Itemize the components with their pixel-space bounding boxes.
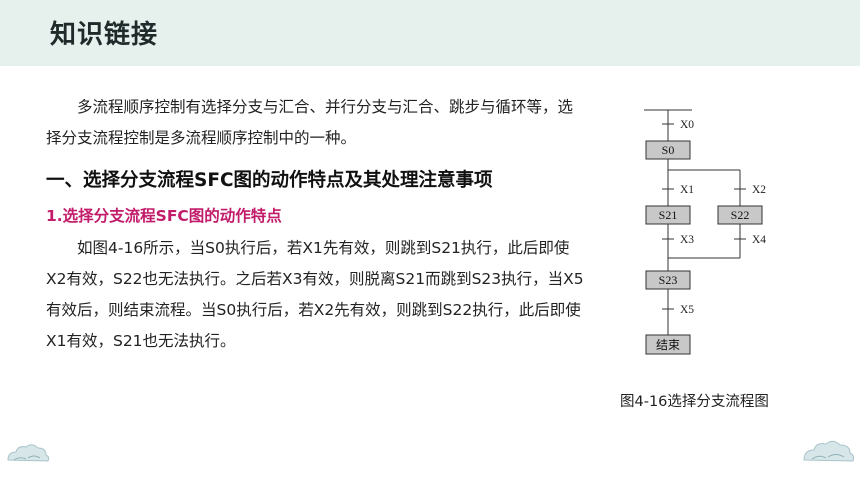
- transition-label-x2: X2: [752, 184, 766, 196]
- transition-label-x1: X1: [680, 184, 694, 196]
- section-heading: 一、选择分支流程SFC图的动作特点及其处理注意事项: [46, 170, 493, 191]
- svg-text:S23: S23: [659, 273, 678, 287]
- cloud-decoration-icon: [803, 440, 855, 462]
- sfc-diagram: S0 S21 S22 S23 结束 X0 X1 X2 X3 X4 X5: [644, 109, 766, 355]
- step-s22: S22: [717, 205, 763, 225]
- page-title: 知识链接: [50, 20, 159, 50]
- step-end: 结束: [645, 334, 691, 355]
- transition-label-x5: X5: [680, 304, 694, 316]
- step-s21: S21: [645, 205, 691, 225]
- figure-caption: 图4-16选择分支流程图: [620, 394, 769, 410]
- svg-text:结束: 结束: [656, 338, 680, 352]
- cloud-decoration-icon: [7, 444, 50, 462]
- transition-label-x4: X4: [752, 234, 766, 246]
- intro-paragraph: 多流程顺序控制有选择分支与汇合、并行分支与汇合、跳步与循环等，选择分支流程控制是…: [46, 98, 574, 147]
- step-s0: S0: [645, 140, 691, 160]
- svg-text:S22: S22: [731, 208, 750, 222]
- description-paragraph: 如图4-16所示，当S0执行后，若X1先有效，则跳到S21执行，此后即使X2有效…: [46, 239, 584, 350]
- transition-label-x3: X3: [680, 234, 694, 246]
- svg-text:S0: S0: [662, 143, 675, 157]
- header-band: [0, 0, 860, 66]
- subsection-heading: 1.选择分支流程SFC图的动作特点: [46, 207, 282, 225]
- svg-text:S21: S21: [659, 208, 678, 222]
- transition-label-x0: X0: [680, 119, 694, 131]
- step-s23: S23: [645, 270, 691, 290]
